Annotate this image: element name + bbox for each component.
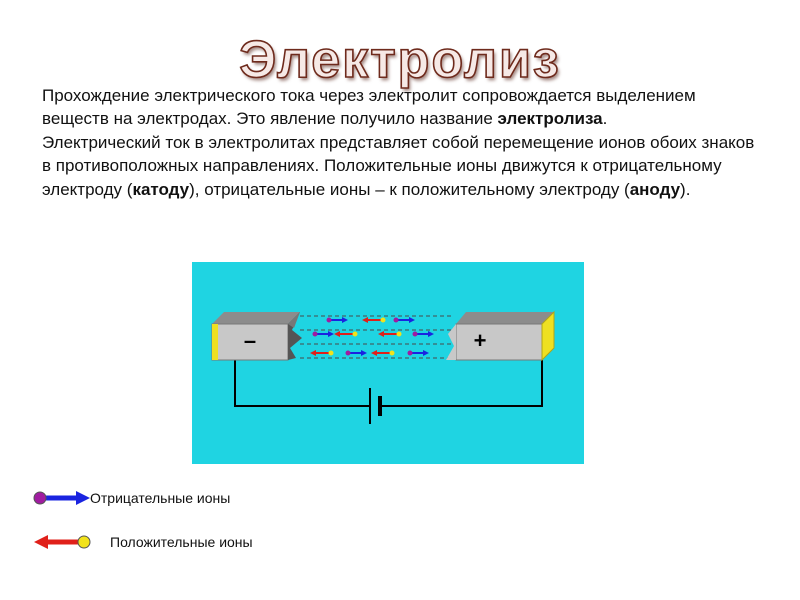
electrolysis-diagram-svg: – + [192,262,584,464]
negative-ion [407,350,429,356]
positive-ion [362,317,386,323]
term-electrolysis: электролиза [497,109,603,129]
term-anode: аноду [629,179,681,199]
paragraph2-text2: ), отрицательные ионы – к положительному… [189,179,630,199]
negative-ion [345,350,367,356]
ion-markers [310,317,434,356]
legend-negative-ions: Отрицательные ионы [30,486,320,510]
circuit-wire [234,360,543,407]
paragraph2-text3: ). [680,179,691,199]
negative-ion [412,331,434,337]
legend-negative-label: Отрицательные ионы [90,490,231,506]
positive-ion [334,331,358,337]
anode-sign: + [474,328,487,353]
ion-paths [300,315,454,359]
battery-icon [369,388,382,424]
negative-ion-legend-icon [33,491,90,505]
positive-ion [378,331,402,337]
page-title: Электролиз [238,30,561,90]
positive-ion [371,350,395,356]
paragraph-electrolysis-definition: Прохождение электрического тока через эл… [42,84,762,131]
positive-ion [310,350,334,356]
cathode-sign: – [244,328,256,353]
legend-positive-ions: Положительные ионы [30,530,320,554]
anode-electrode [446,310,555,362]
negative-ion [312,331,334,337]
paragraph1-end: . [602,109,608,129]
term-cathode: катоду [132,179,190,199]
paragraph-ion-movement: Электрический ток в электролитах предста… [42,131,762,201]
positive-ion-legend-icon [34,535,91,549]
cathode-electrode [211,312,302,361]
electrolysis-diagram: – + [192,262,584,464]
legend-positive-label: Положительные ионы [110,534,253,550]
negative-ion [326,317,348,323]
negative-ion [393,317,415,323]
paragraph1-text: Прохождение электрического тока через эл… [42,86,696,129]
body-text: Прохождение электрического тока через эл… [42,84,762,201]
paragraph2-text1: Электрический ток в электролитах предста… [42,132,755,199]
diagram-background [192,262,584,464]
